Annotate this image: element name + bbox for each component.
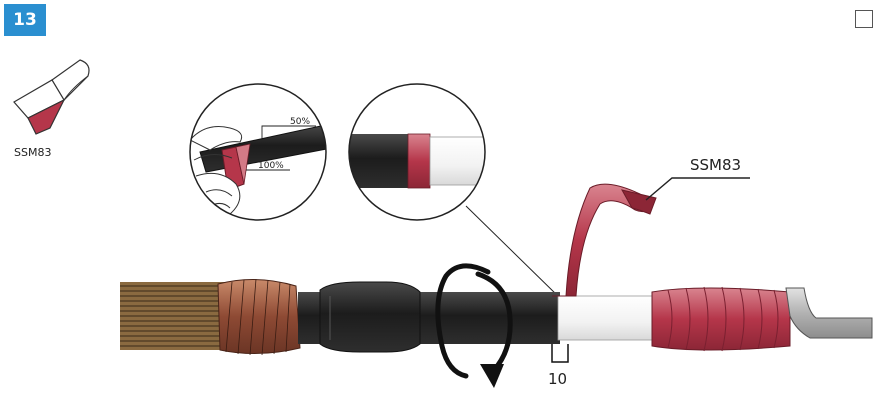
tape-roll-icon (13, 59, 90, 135)
tape-callout-label: SSM83 (690, 156, 741, 174)
detail-circle-cable-end (348, 83, 486, 221)
tape-wrap-right (651, 286, 791, 352)
dimension-value: 10 (548, 370, 567, 388)
tape-icon-label: SSM83 (14, 146, 51, 159)
tube-section (319, 281, 421, 353)
step-checkbox[interactable] (855, 10, 873, 28)
cable-lug (785, 287, 873, 339)
detail-circle-wrapping (189, 83, 327, 221)
rotation-arrow-icon (435, 263, 513, 388)
overlap-label: 50% (290, 117, 310, 127)
start-label: 100% (258, 161, 284, 171)
cable-strands (120, 282, 228, 350)
copper-screen (217, 278, 301, 356)
insulation (557, 295, 657, 341)
detail-leader-line (465, 205, 561, 299)
tape-callout-line (645, 177, 750, 201)
step-number-badge: 13 (4, 4, 46, 36)
dimension-marker (551, 344, 569, 363)
tape-strip (552, 183, 657, 297)
cable-assembly (120, 278, 873, 356)
